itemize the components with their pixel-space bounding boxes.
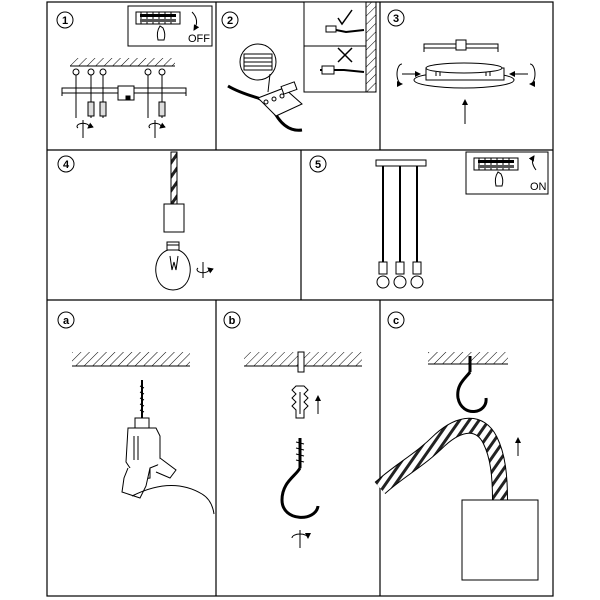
light-bulb-icon — [155, 241, 191, 291]
screws-and-plugs — [72, 68, 166, 118]
terminal-block — [257, 81, 303, 117]
step-letter-badge: c — [387, 311, 405, 329]
step-2-panel: 2 — [221, 1, 377, 132]
ceiling-hatch — [428, 352, 508, 364]
terminal-block-detail — [239, 43, 277, 93]
ceiling-canopy — [413, 62, 515, 89]
rotate-arrow-icon — [528, 155, 537, 171]
step-3-panel: 3 — [387, 9, 536, 124]
rotate-arrow-icon — [529, 63, 536, 87]
rotate-arrow-icon — [396, 63, 403, 87]
switch-on-inset: ON — [465, 151, 549, 195]
step-4-panel: 4 — [57, 151, 214, 291]
step-c-panel: c — [374, 311, 539, 581]
step-letter-badge: b — [223, 311, 241, 329]
step-number-badge: 5 — [309, 155, 327, 173]
panel-grid — [46, 1, 554, 597]
twisted-cable — [375, 418, 507, 501]
step-1-panel: 1 OFF — [56, 5, 213, 138]
step-number: 4 — [63, 159, 70, 171]
rotate-arrow-icon — [191, 11, 200, 31]
ceiling-hatch — [70, 58, 175, 66]
pendant-lamps — [376, 166, 424, 289]
ceiling-hook-icon — [280, 438, 320, 519]
switch-off-label: OFF — [188, 33, 210, 45]
lamp-shade — [461, 499, 539, 581]
switch-on-label: ON — [530, 181, 547, 193]
step-number-badge: 2 — [221, 11, 239, 29]
mounting-bracket — [423, 39, 499, 52]
wiring-check-inset — [303, 1, 377, 93]
step-5-panel: 5 — [309, 151, 549, 289]
step-letter: a — [63, 315, 70, 327]
step-number-badge: 3 — [387, 9, 405, 27]
step-a-panel: a — [57, 311, 215, 515]
step-number-badge: 4 — [57, 155, 75, 173]
step-letter: b — [229, 315, 236, 327]
wall-plug-icon — [291, 385, 309, 419]
wall-switch-icon — [135, 11, 181, 41]
step-letter: c — [393, 315, 399, 327]
ceiling-hatch — [72, 352, 190, 366]
step-number: 3 — [393, 13, 399, 25]
mounting-bracket — [61, 85, 187, 101]
ceiling-canopy-bar — [375, 159, 427, 167]
step-number-badge: 1 — [56, 11, 74, 29]
step-letter-badge: a — [57, 311, 75, 329]
ceiling-hook-icon — [456, 356, 488, 413]
switch-off-inset: OFF — [127, 5, 213, 47]
check-mark-icon — [337, 9, 353, 26]
wall-switch-icon — [473, 157, 519, 187]
electric-drill-icon — [121, 380, 215, 515]
twisted-cable — [170, 151, 178, 205]
step-number: 5 — [315, 159, 321, 171]
step-number: 1 — [62, 15, 68, 27]
cross-mark-icon — [337, 47, 353, 63]
step-b-panel: b — [223, 311, 362, 548]
lamp-socket — [163, 203, 185, 233]
step-number: 2 — [227, 15, 233, 27]
drilled-hole — [297, 351, 305, 373]
